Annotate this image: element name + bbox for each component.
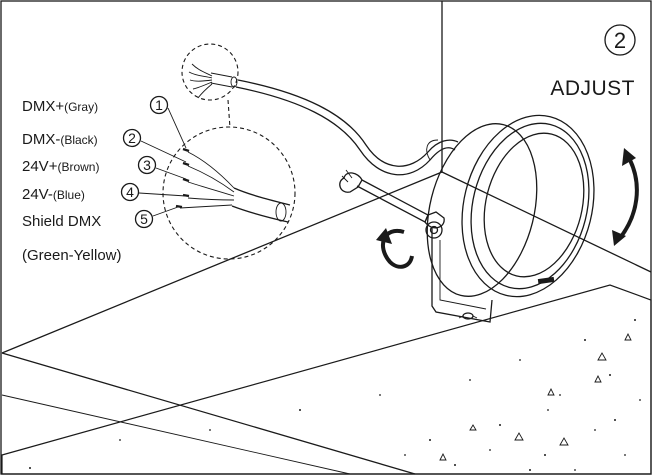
wire-labels: DMX+(Gray) DMX-(Black) 24V+(Brown) 24V-(…	[22, 95, 187, 264]
svg-text:5: 5	[140, 211, 148, 227]
wire-label-2: DMX-(Black)	[22, 131, 98, 148]
svg-text:1: 1	[155, 97, 163, 113]
svg-text:3: 3	[143, 157, 151, 173]
wall-floor-lines	[1, 171, 652, 475]
wire-index-2: 2	[122, 128, 142, 148]
svg-text:4: 4	[126, 184, 134, 200]
wire-detail-zoom	[162, 126, 296, 260]
wire-label-5: Shield DMX	[22, 213, 101, 230]
wire-label-3: 24V+(Brown)	[22, 158, 99, 175]
wire-index-1: 1	[149, 95, 169, 115]
zoom-connector	[227, 99, 231, 129]
wire-index-5: 5	[134, 209, 154, 229]
cable-icon	[235, 79, 459, 176]
wire-index-4: 4	[120, 182, 140, 202]
wire-index-3: 3	[137, 155, 157, 175]
tilt-arrow-icon	[612, 148, 639, 246]
shield-color-note: (Green-Yellow)	[22, 247, 122, 264]
wire-label-1: DMX+(Gray)	[22, 98, 98, 115]
wrench-icon	[339, 169, 445, 229]
step-badge: 2	[604, 24, 636, 56]
cable-end-detail	[181, 43, 239, 101]
rotate-arrow-icon	[376, 228, 414, 269]
wire-label-4: 24V-(Blue)	[22, 186, 85, 203]
round-spotlight-icon	[425, 114, 595, 323]
concrete-ground-icon	[1, 284, 652, 475]
svg-text:2: 2	[128, 130, 136, 146]
svg-text:2: 2	[614, 28, 626, 53]
step-title: ADJUST	[550, 77, 635, 100]
